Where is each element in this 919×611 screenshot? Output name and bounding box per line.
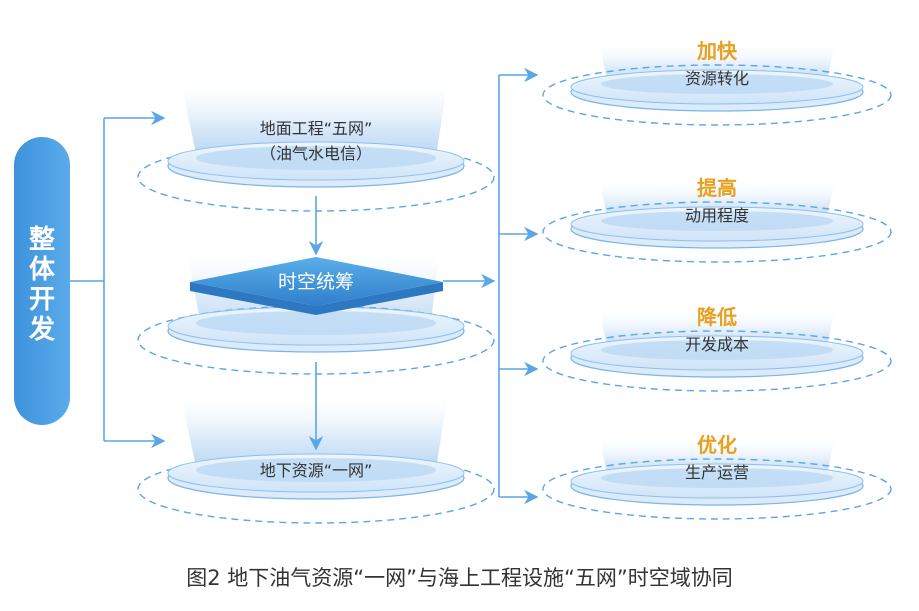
right-node-highlight: 提高 (697, 176, 737, 200)
right-orbit (542, 64, 892, 126)
figure-caption: 图2 地下油气资源“一网”与海上工程设施“五网”时空域协同 (186, 566, 733, 590)
right-orbit (542, 201, 892, 263)
plane-top (190, 257, 443, 306)
right-disk-inner (601, 211, 833, 231)
right-node-highlight: 降低 (697, 305, 737, 329)
node-middle: 时空统筹 (137, 248, 495, 375)
left-bar-char: 开 (29, 285, 55, 315)
node-upper-line2: （油气水电信） (260, 144, 372, 163)
left-bar-label: 整体开发 (28, 224, 56, 345)
left-connectors (70, 110, 166, 449)
node-upper: 地面工程“五网” （油气水电信） (137, 78, 495, 212)
right-node-highlight: 加快 (696, 39, 738, 63)
beam-lower (180, 392, 448, 476)
left-bar-char: 体 (29, 255, 56, 285)
right-disk-inner (601, 74, 833, 94)
right-connectors (443, 67, 539, 505)
left-bar-char: 整 (29, 224, 55, 255)
disk-upper-inner (196, 146, 436, 170)
right-disk-inner (601, 468, 833, 488)
right-node-label: 生产运营 (685, 463, 749, 482)
node-middle-title: 时空统筹 (278, 271, 354, 293)
right-disk-inner (601, 340, 833, 360)
right-node-label: 资源转化 (685, 69, 749, 88)
node-lower: 地下资源“一网” (137, 392, 495, 524)
plane-side (190, 282, 443, 315)
right-node-label: 动用程度 (685, 206, 749, 225)
disk-middle-inner (196, 311, 436, 335)
right-node-label: 开发成本 (685, 335, 749, 354)
left-bar (14, 137, 70, 425)
node-upper-line1: 地面工程“五网” (260, 119, 373, 138)
right-node-highlight: 优化 (697, 433, 737, 457)
node-lower-line1: 地下资源“一网” (260, 461, 373, 480)
disk-lower-inner (196, 458, 436, 482)
beam-upper (180, 78, 448, 163)
right-orbit (542, 330, 892, 392)
right-orbit (542, 458, 892, 520)
left-bar-char: 发 (28, 314, 55, 345)
